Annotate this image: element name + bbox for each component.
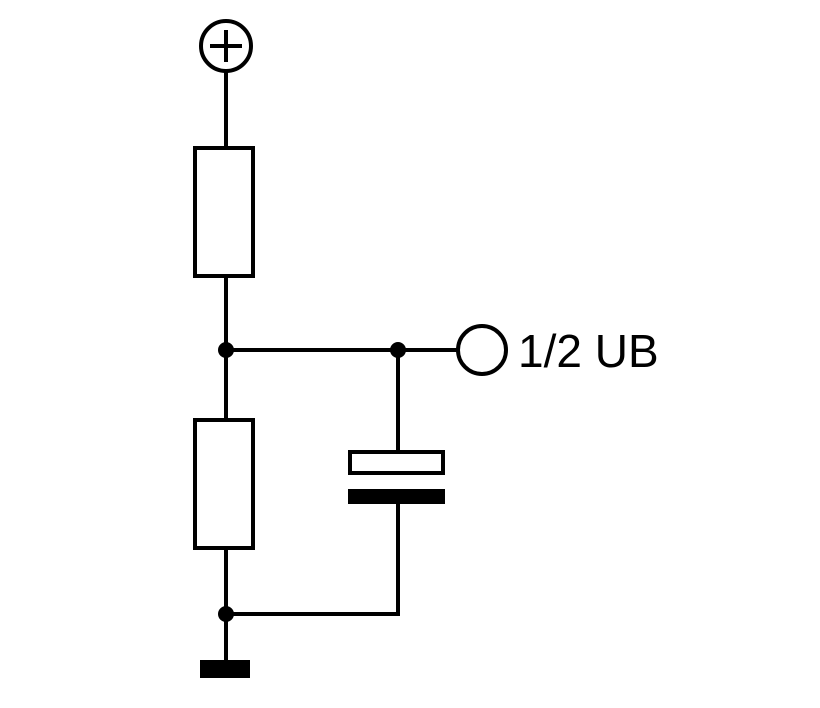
- ground-symbol: [200, 660, 250, 678]
- capacitor-positive-plate: [348, 450, 445, 475]
- output-label: 1/2 UB: [518, 325, 659, 377]
- output-terminal: [456, 324, 508, 376]
- upper-resistor: [193, 146, 255, 278]
- junction-dot-midpoint: [218, 342, 234, 358]
- lower-resistor: [193, 418, 255, 550]
- positive-supply-terminal: [199, 19, 253, 73]
- capacitor-negative-plate: [348, 489, 445, 504]
